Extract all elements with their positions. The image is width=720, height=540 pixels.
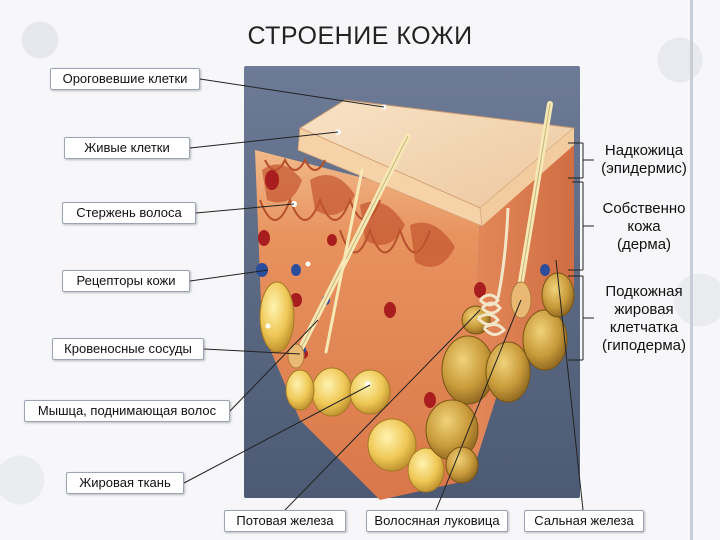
- label-adipose-tissue: Жировая ткань: [66, 472, 184, 494]
- label-sweat-gland: Потовая железа: [224, 510, 346, 532]
- right-border-line: [690, 0, 693, 540]
- fat-lobules-side: [425, 272, 575, 484]
- label-hypodermis: Подкожная жировая клетчатка (гиподерма): [592, 280, 696, 358]
- leader-lines: [183, 78, 594, 511]
- label-blood-vessels: Кровеносные сосуды: [52, 338, 204, 360]
- label-living-cells: Живые клетки: [64, 137, 190, 159]
- fat-tissue: [259, 281, 445, 493]
- label-arrector-pili-muscle: Мышца, поднимающая волос: [24, 400, 230, 422]
- hair-shafts: [287, 101, 553, 369]
- label-dermis-line2: кожа: [627, 218, 661, 235]
- label-hypodermis-line1: Подкожная: [605, 283, 683, 300]
- label-skin-receptors: Рецепторы кожи: [62, 270, 190, 292]
- label-hair-bulb: Волосяная луковица: [366, 510, 508, 532]
- label-dermis: Собственно кожа (дерма): [594, 198, 694, 256]
- label-dermis-line1: Собственно: [602, 200, 686, 217]
- page-title: СТРОЕНИЕ КОЖИ: [247, 22, 473, 50]
- label-dermis-line3: (дерма): [616, 236, 672, 253]
- label-epidermis: Надкожица (эпидермис): [594, 140, 694, 180]
- epidermis-side: [480, 128, 574, 226]
- label-hypodermis-line2: жировая: [614, 301, 674, 318]
- label-keratinized-cells: Ороговевшие клетки: [50, 68, 200, 90]
- label-hypodermis-line4: (гиподерма): [601, 337, 687, 354]
- sweat-gland-coil: [476, 207, 510, 336]
- label-epidermis-line1: Надкожица: [604, 142, 684, 159]
- label-epidermis-line2: (эпидермис): [601, 160, 687, 177]
- label-hypodermis-line3: клетчатка: [609, 319, 679, 336]
- label-hair-shaft: Стержень волоса: [62, 202, 196, 224]
- label-sebaceous-gland: Сальная железа: [524, 510, 644, 532]
